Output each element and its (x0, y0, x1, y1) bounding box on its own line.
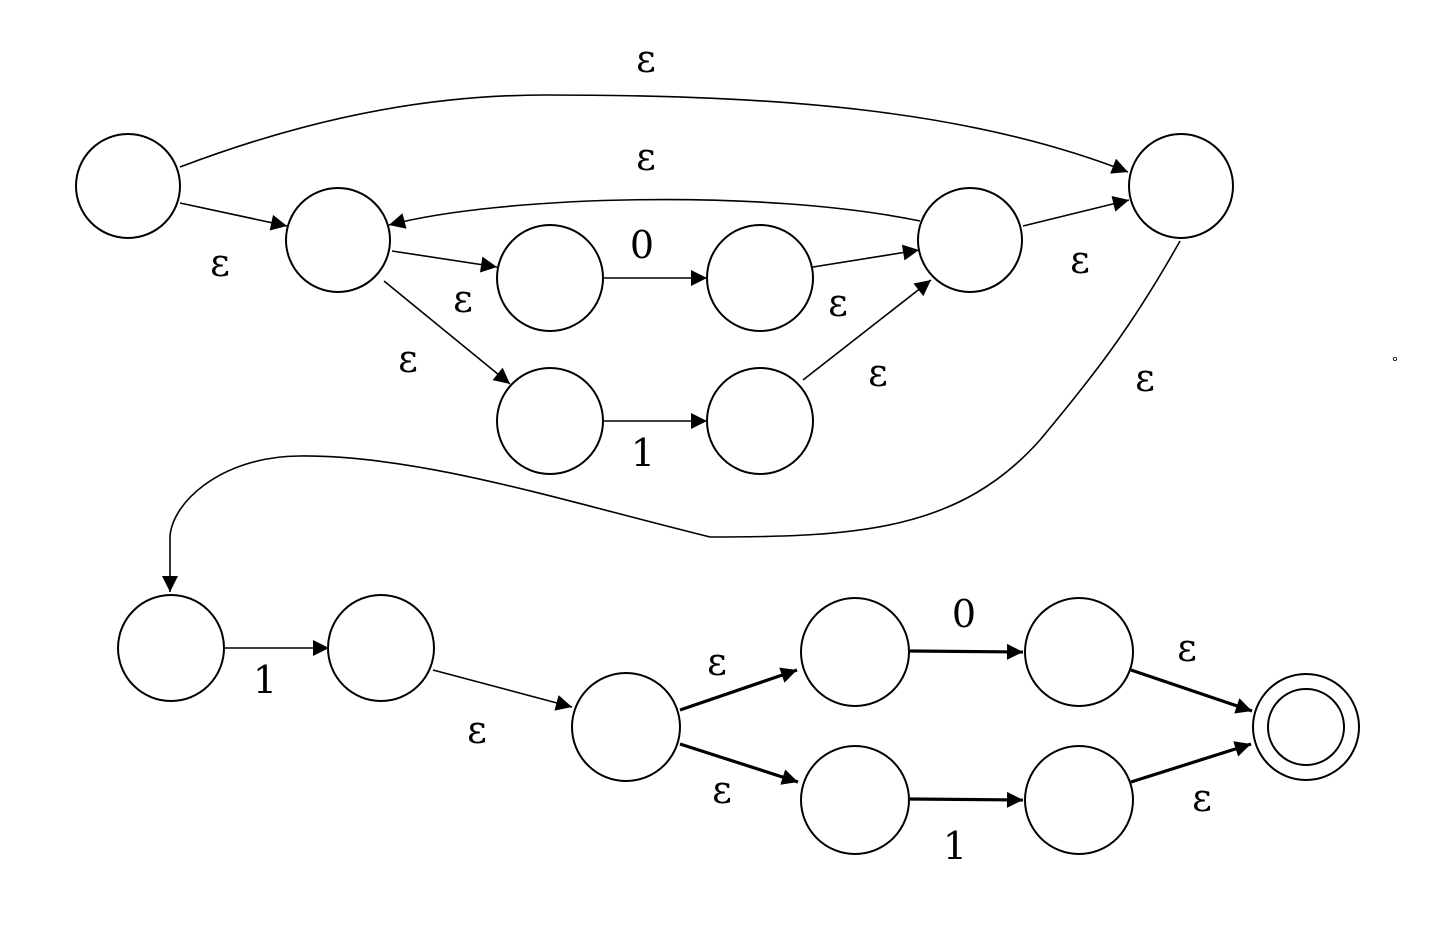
edge-s8-s9 (162, 240, 1181, 592)
state-s9 (117, 594, 225, 702)
state-s11 (571, 672, 681, 782)
state-s14 (800, 745, 910, 855)
edge-s1-s8 (179, 94, 1129, 174)
state-s8 (1128, 133, 1234, 239)
label-s9-s10: 1 (253, 658, 277, 702)
edge-s7-s2 (388, 198, 921, 229)
state-s10 (327, 594, 435, 702)
label-s1-s8: ε (636, 37, 656, 81)
label-s8-s9: ε (1135, 356, 1155, 400)
label-s7-s2: ε (636, 135, 656, 179)
edge-s13-s16 (1130, 668, 1253, 714)
label-s1-s2: ε (210, 241, 230, 285)
state-s5 (496, 367, 604, 475)
label-s6-s7: ε (868, 351, 888, 395)
label-s3-s4: 0 (630, 223, 654, 267)
edge-s14-s15 (909, 791, 1024, 808)
label-s5-s6: 1 (631, 431, 655, 475)
edge-s12-s13 (909, 643, 1024, 660)
edge-s2-s3 (391, 250, 498, 273)
label-s7-s8: ε (1070, 238, 1090, 282)
edge-s10-s11 (432, 669, 573, 711)
state-s13 (1024, 597, 1134, 707)
label-s11-s14: ε (712, 768, 732, 812)
edge-s2-s5 (383, 280, 511, 385)
label-s10-s11: ε (467, 708, 487, 752)
label-s15-s16: ε (1192, 776, 1212, 820)
label-s2-s3: ε (453, 277, 473, 321)
edge-s11-s12 (679, 667, 798, 712)
state-s3 (496, 224, 604, 332)
label-s4-s7: ε (828, 281, 848, 325)
label-s14-s15: 1 (943, 824, 967, 868)
label-s12-s13: 0 (952, 592, 976, 636)
label-s13-s16: ε (1177, 626, 1197, 670)
edge-s11-s14 (679, 742, 799, 785)
state-s1 (75, 133, 181, 239)
edge-s1-s2 (179, 202, 288, 231)
label-s11-s12: ε (707, 640, 727, 684)
edge-s4-s7 (812, 244, 920, 268)
state-s7 (917, 187, 1023, 293)
edge-s6-s7 (802, 279, 932, 381)
state-s15 (1024, 745, 1134, 855)
label-s2-s5: ε (398, 337, 418, 381)
state-s2 (285, 187, 391, 293)
state-s16-accepting-inner (1267, 688, 1345, 766)
stray-dot (1393, 356, 1398, 361)
state-s12 (800, 597, 910, 707)
state-s4 (706, 224, 814, 332)
edge-s7-s8 (1022, 196, 1130, 227)
state-s6 (706, 367, 814, 475)
edge-s15-s16 (1130, 741, 1252, 784)
